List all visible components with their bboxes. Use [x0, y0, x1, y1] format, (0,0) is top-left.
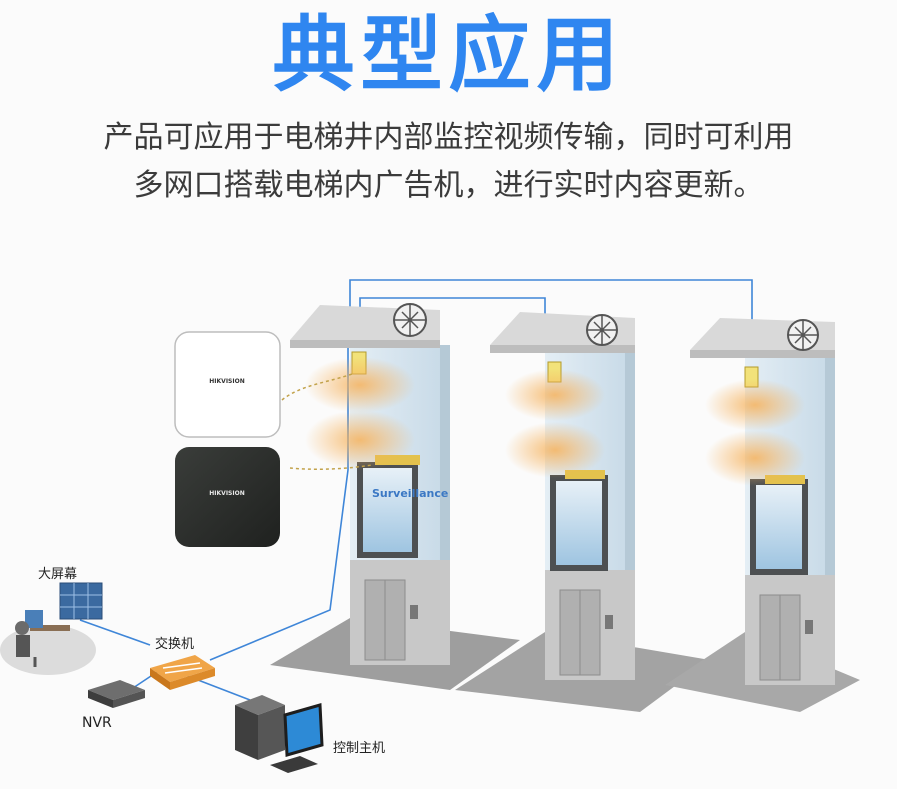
- hikvision-device-black: HIKVISION: [175, 447, 280, 547]
- elevator-shaft-3: [665, 318, 860, 712]
- description-line-1: 产品可应用于电梯井内部监控视频传输，同时可利用: [103, 120, 794, 155]
- elevator-shaft-1: [270, 303, 520, 690]
- wireless-signal-glows: [305, 357, 805, 486]
- nvr-device: [88, 680, 145, 708]
- page-title: 典型应用: [272, 8, 625, 103]
- label-big-screen: 大屏幕: [38, 567, 77, 582]
- control-host-computer: [235, 695, 324, 773]
- network-switch: [150, 655, 215, 690]
- label-control-host: 控制主机: [333, 741, 385, 756]
- brand-logo-black: HIKVISION: [209, 490, 244, 497]
- label-nvr: NVR: [82, 715, 112, 731]
- monitoring-station: [0, 582, 103, 675]
- device-link-lines: [281, 373, 373, 470]
- hikvision-device-white: HIKVISION: [174, 331, 281, 438]
- brand-logo-white: HIKVISION: [209, 378, 244, 385]
- label-switch: 交换机: [155, 636, 194, 652]
- surveillance-label: Surveillance: [372, 487, 448, 500]
- description-line-2: 多网口搭载电梯内广告机，进行实时内容更新。: [133, 168, 764, 203]
